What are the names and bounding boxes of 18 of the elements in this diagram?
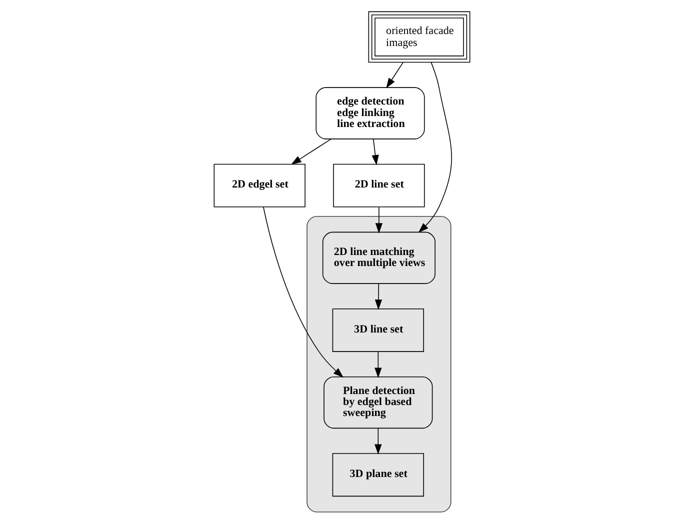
arrow (374, 351, 382, 378)
arrow (374, 428, 382, 454)
node-box: 2D edgel set (214, 164, 306, 208)
node-box: 3D plane set (332, 453, 424, 497)
arrow (375, 206, 383, 234)
arrow (374, 283, 382, 310)
arrow (263, 206, 344, 378)
node-box: 3D line set (332, 308, 424, 352)
node-box: 2D line matching over multiple views (322, 232, 436, 284)
arrow (418, 62, 452, 233)
arrow (291, 138, 332, 165)
node-box: oriented facade images (368, 11, 470, 63)
arrow (386, 62, 404, 88)
arrow (372, 138, 379, 166)
node-box: 2D line set (333, 164, 425, 208)
node-box: Plane detection by edgel based sweeping (324, 376, 433, 429)
cluster (306, 216, 452, 512)
node-box: edge detection edge linking line extraction (316, 87, 425, 140)
